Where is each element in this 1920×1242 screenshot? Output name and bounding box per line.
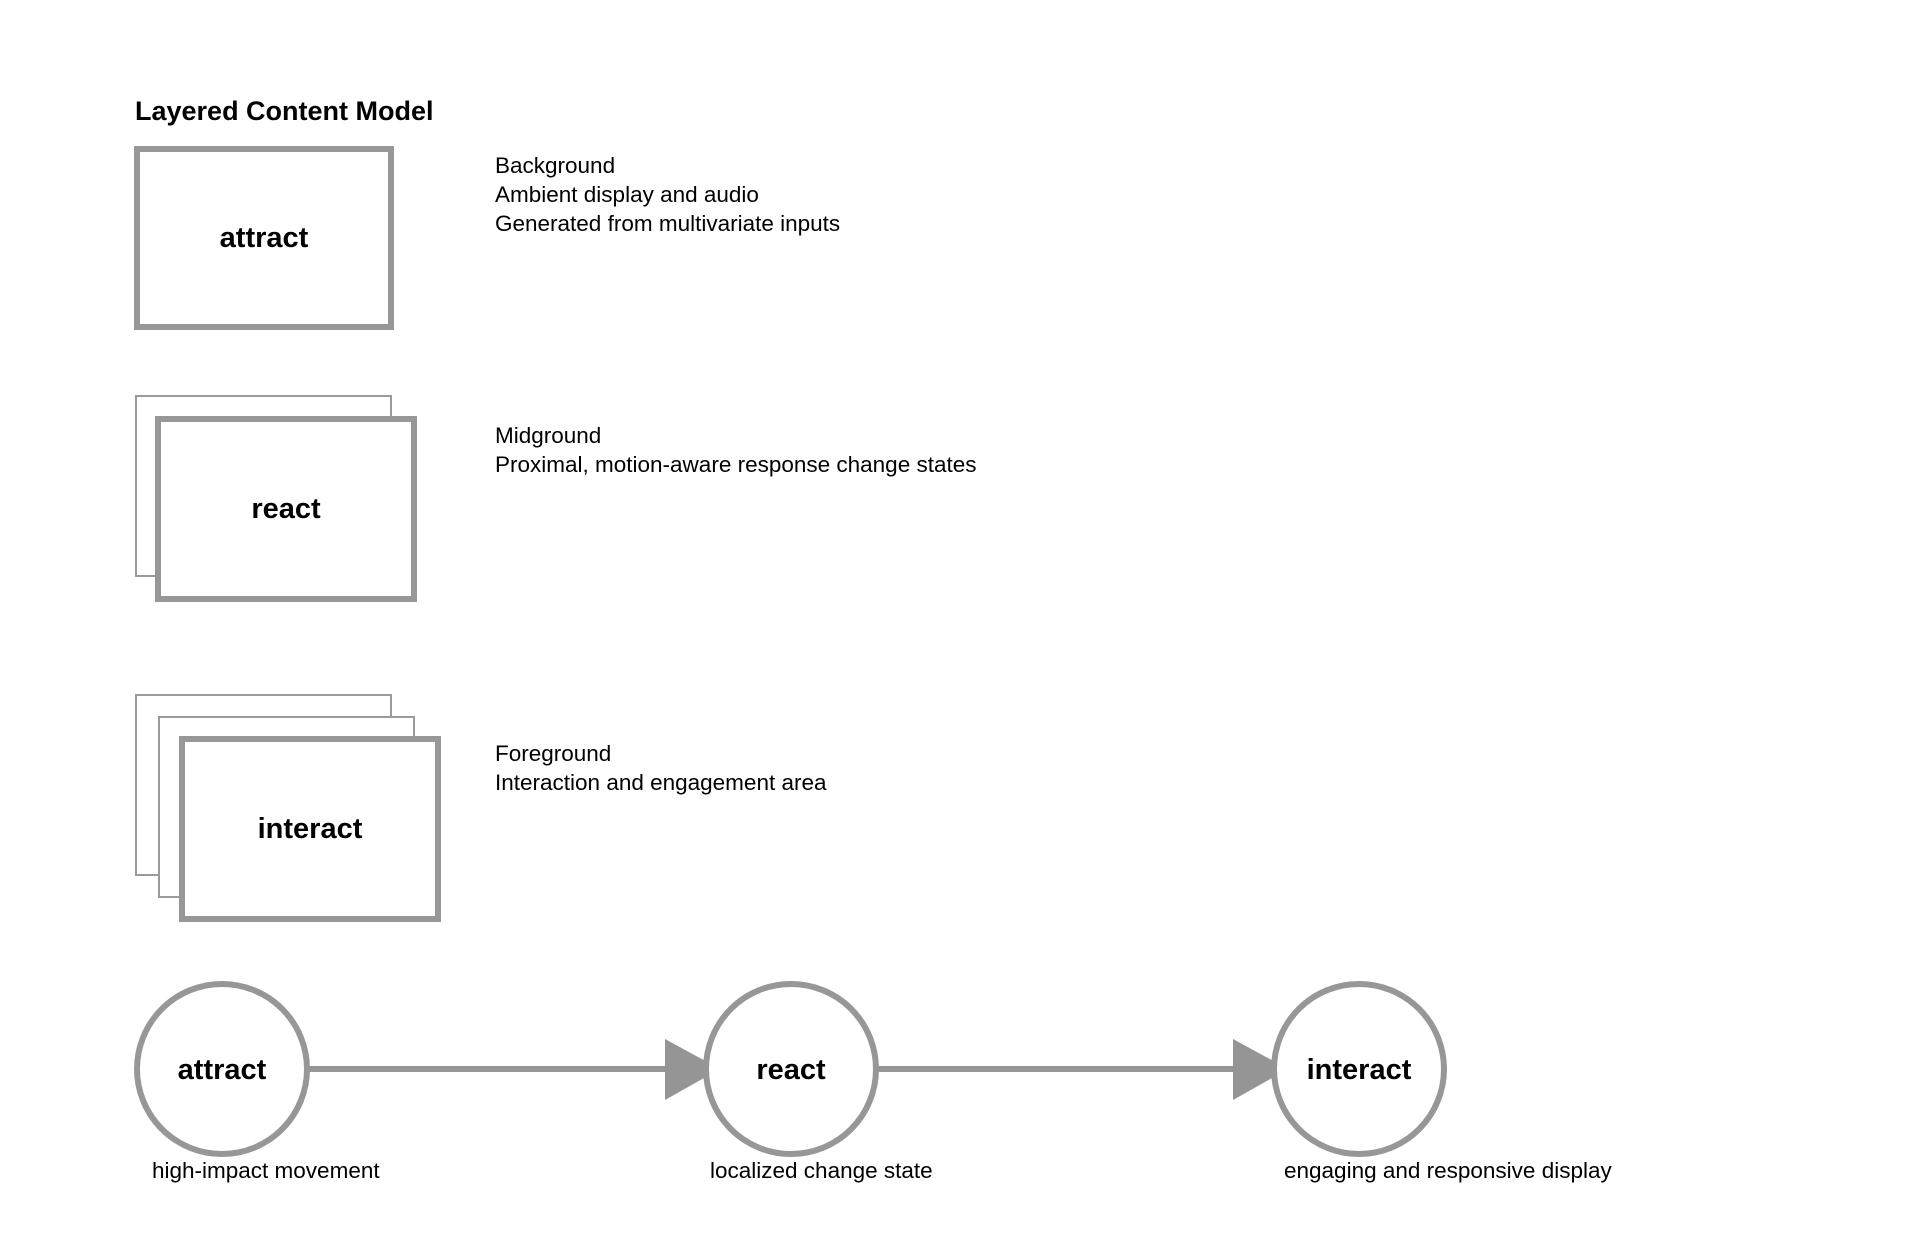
flow-node-attract-label: attract — [178, 1054, 267, 1086]
layer-interact-heading: Foreground — [495, 741, 612, 766]
flow-arrowhead-2 — [1233, 1039, 1288, 1100]
flow-caption-attract: high-impact movement — [152, 1158, 380, 1183]
flow-arrowhead-1 — [665, 1039, 720, 1100]
layer-attract-heading: Background — [495, 153, 616, 178]
layer-react-label: react — [251, 492, 321, 525]
layer-attract-label: attract — [219, 221, 309, 254]
layer-interact-label: interact — [257, 812, 363, 845]
layer-attract-line: Generated from multivariate inputs — [495, 211, 841, 236]
layer-interact-line: Interaction and engagement area — [495, 770, 827, 795]
layer-react-description: Midground Proximal, motion-aware respons… — [495, 421, 977, 479]
layer-react-line: Proximal, motion-aware response change s… — [495, 452, 977, 477]
flow-caption-react: localized change state — [710, 1158, 933, 1183]
flow-node-interact-label: interact — [1307, 1054, 1412, 1086]
layer-attract-description: Background Ambient display and audio Gen… — [495, 151, 840, 238]
flow-node-interact — [1271, 981, 1447, 1157]
diagram-title: Layered Content Model — [135, 96, 434, 126]
layer-interact-box: interact — [179, 736, 441, 922]
layer-attract-box: attract — [134, 146, 394, 330]
flow-caption-interact: engaging and responsive display — [1284, 1158, 1612, 1183]
flow-node-react-label: react — [756, 1054, 826, 1086]
layer-attract-line: Ambient display and audio — [495, 182, 759, 207]
layer-interact-description: Foreground Interaction and engagement ar… — [495, 739, 827, 797]
flow-node-react — [703, 981, 879, 1157]
flow-node-attract — [134, 981, 310, 1157]
layer-react-heading: Midground — [495, 423, 602, 448]
layer-react-box: react — [155, 416, 417, 602]
